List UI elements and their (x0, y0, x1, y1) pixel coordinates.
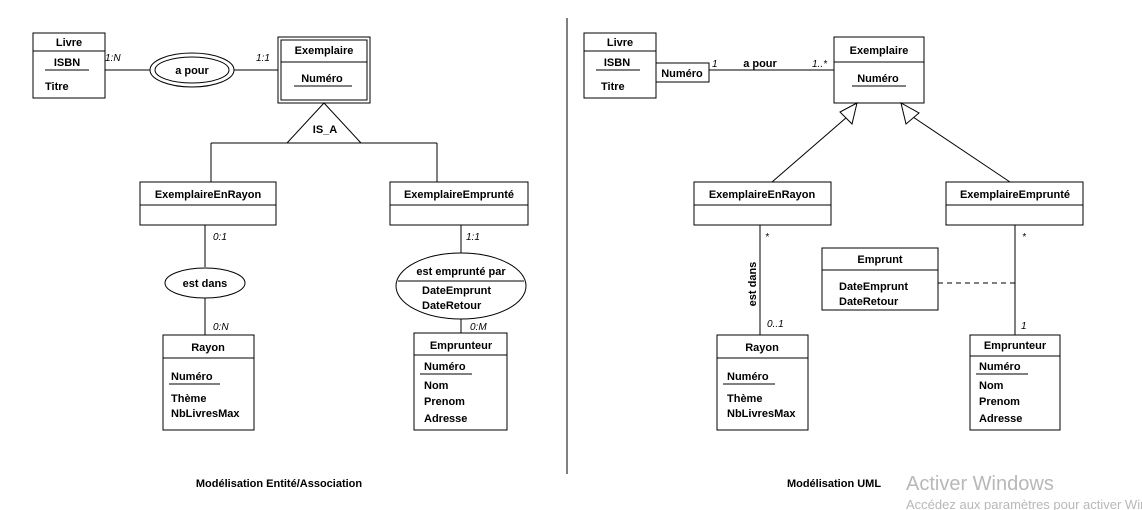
uml-emprunteur-attr3: Adresse (979, 413, 1022, 425)
er-emprunteur-attr1: Nom (424, 380, 449, 392)
er-caption: Modélisation Entité/Association (196, 478, 363, 490)
uml-rayon-class: Rayon Numéro Thème NbLivresMax (716, 334, 809, 431)
er-emprunte-name: ExemplaireEmprunté (404, 189, 514, 201)
er-emprunteur-key: Numéro (424, 361, 466, 373)
uml-exemplaire-name: Exemplaire (850, 45, 909, 57)
uml-rayon-attr2: NbLivresMax (727, 408, 796, 420)
uml-caption: Modélisation UML (787, 478, 881, 490)
er-est-dans-card-top: 0:1 (213, 232, 227, 243)
er-is-a-label: IS_A (313, 124, 338, 136)
uml-est-dans-mult-top: * (765, 232, 770, 243)
uml-emprunteur-class: Emprunteur Numéro Nom Prenom Adresse (969, 334, 1061, 431)
er-rayon-attr2: NbLivresMax (171, 408, 240, 420)
uml-rayon-attr1: Thème (727, 393, 762, 405)
uml-qualifier-box: Numéro (655, 62, 710, 83)
er-emprunteur-name: Emprunteur (430, 340, 493, 352)
er-a-pour-card-left: 1:N (105, 53, 121, 64)
uml-a-pour-mult-left: 1 (712, 59, 718, 70)
er-est-dans-label: est dans (183, 278, 228, 290)
uml-generalization-line-left (771, 116, 848, 183)
er-exemplaire-name: Exemplaire (295, 45, 354, 57)
uml-emprunt-attr1: DateEmprunt (839, 281, 908, 293)
er-emprunte-card-top: 1:1 (466, 232, 480, 243)
uml-emprunte-name: ExemplaireEmprunté (960, 189, 1070, 201)
uml-exemplaire-emprunte-class: ExemplaireEmprunté (945, 181, 1084, 226)
uml-emprunteur-mult-bottom: 1 (1021, 321, 1027, 332)
uml-qualifier-label: Numéro (661, 68, 703, 80)
er-exemplaire-emprunte-entity: ExemplaireEmprunté (389, 181, 529, 226)
uml-livre-attr: Titre (601, 81, 625, 93)
er-est-dans-card-bottom: 0:N (213, 322, 229, 333)
uml-generalization-arrow-right (900, 102, 920, 125)
er-a-pour-card-right: 1:1 (256, 53, 270, 64)
watermark-title: Activer Windows (906, 473, 1054, 495)
uml-exemplaire-key: Numéro (857, 73, 899, 85)
uml-emprunteur-name: Emprunteur (984, 340, 1047, 352)
er-exemplaire-en-rayon-entity: ExemplaireEnRayon (139, 181, 277, 226)
er-en-rayon-name: ExemplaireEnRayon (155, 189, 262, 201)
er-exemplaire-key: Numéro (301, 73, 343, 85)
uml-emprunteur-key: Numéro (979, 361, 1021, 373)
er-is-a-triangle: IS_A (285, 102, 363, 144)
er-exemplaire-entity: Exemplaire Numéro (277, 36, 371, 104)
er-rayon-name: Rayon (191, 342, 225, 354)
uml-rayon-key: Numéro (727, 371, 769, 383)
er-a-pour-relationship: a pour (149, 52, 235, 88)
uml-livre-class: Livre ISBN Titre (583, 32, 657, 99)
er-est-emprunte-par-relationship: est emprunté par DateEmprunt DateRetour (395, 252, 527, 320)
uml-emprunt-association-class: Emprunt DateEmprunt DateRetour (821, 247, 939, 311)
uml-emprunteur-attr2: Prenom (979, 396, 1020, 408)
er-emprunteur-attr2: Prenom (424, 396, 465, 408)
er-est-emprunte-par-label: est emprunté par (416, 266, 506, 278)
er-rayon-attr1: Thème (171, 393, 206, 405)
er-emprunte-card-bottom: 0:M (470, 322, 487, 333)
er-est-dans-relationship: est dans (164, 267, 246, 299)
uml-est-dans-label: est dans (747, 262, 759, 307)
er-rayon-entity: Rayon Numéro Thème NbLivresMax (162, 334, 255, 431)
uml-exemplaire-class: Exemplaire Numéro (833, 36, 925, 104)
er-rayon-key: Numéro (171, 371, 213, 383)
watermark-subtitle: Accédez aux paramètres pour activer Wind… (906, 497, 1142, 510)
er-a-pour-label: a pour (175, 65, 209, 77)
uml-en-rayon-name: ExemplaireEnRayon (709, 189, 816, 201)
uml-livre-key: ISBN (604, 57, 630, 69)
uml-a-pour-label: a pour (743, 58, 777, 70)
uml-rayon-name: Rayon (745, 342, 779, 354)
er-emprunteur-attr3: Adresse (424, 413, 467, 425)
uml-emprunteur-attr1: Nom (979, 380, 1004, 392)
uml-est-dans-mult-bottom: 0..1 (767, 319, 784, 330)
uml-a-pour-mult-right: 1..* (812, 59, 828, 70)
uml-emprunt-name: Emprunt (857, 254, 903, 266)
er-livre-entity: Livre ISBN Titre (32, 32, 106, 99)
er-emprunteur-entity: Emprunteur Numéro Nom Prenom Adresse (413, 332, 508, 431)
uml-exemplaire-en-rayon-class: ExemplaireEnRayon (693, 181, 832, 226)
uml-generalization-arrow-left (839, 102, 858, 125)
uml-livre-name: Livre (607, 37, 633, 49)
er-livre-attr: Titre (45, 81, 69, 93)
uml-emprunt-attr2: DateRetour (839, 296, 899, 308)
er-est-emprunte-par-attr2: DateRetour (422, 300, 482, 312)
er-livre-key: ISBN (54, 57, 80, 69)
er-livre-name: Livre (56, 37, 82, 49)
er-est-emprunte-par-attr1: DateEmprunt (422, 285, 491, 297)
uml-generalization-line-right (912, 116, 1011, 183)
uml-emprunteur-mult-top: * (1022, 232, 1027, 243)
